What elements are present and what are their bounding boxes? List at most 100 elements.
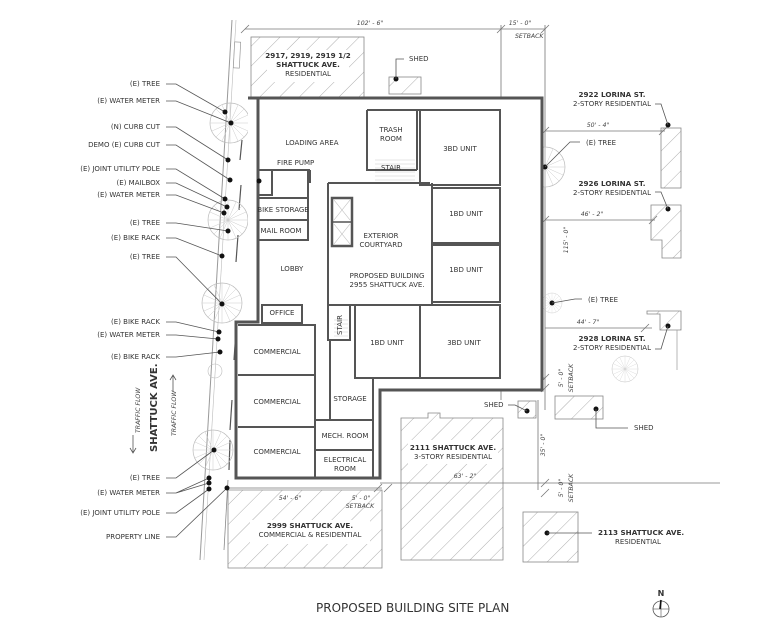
svg-text:(E) TREE: (E) TREE [130,253,160,261]
neighbor-2917-shattuck: 2917, 2919, 2919 1/2 SHATTUCK AVE. RESID… [250,36,365,98]
svg-text:54' - 6": 54' - 6" [279,495,302,502]
svg-text:ROOM: ROOM [334,465,356,473]
svg-text:115' - 0": 115' - 0" [563,227,570,254]
svg-text:(E) JOINT UTILITY POLE: (E) JOINT UTILITY POLE [80,509,160,517]
room-commercial-1: COMMERCIAL [253,348,300,356]
building-name: PROPOSED BUILDING [350,272,425,280]
svg-text:2955 SHATTUCK AVE.: 2955 SHATTUCK AVE. [349,281,424,289]
svg-text:5' - 0": 5' - 0" [558,369,565,388]
north-arrow-icon: N [652,589,670,618]
room-electrical: ELECTRICAL [324,456,367,464]
svg-text:2-STORY RESIDENTIAL: 2-STORY RESIDENTIAL [573,344,651,352]
proposed-building [234,96,544,480]
svg-text:SHED: SHED [484,401,504,409]
svg-text:(E) TREE: (E) TREE [130,80,160,88]
svg-text:2922 LORINA ST.: 2922 LORINA ST. [579,90,646,99]
left-callouts: (E) TREE (E) WATER METER (N) CURB CUT DE… [80,80,234,541]
svg-text:(E) WATER METER: (E) WATER METER [97,97,160,105]
svg-text:2111 SHATTUCK AVE.: 2111 SHATTUCK AVE. [410,443,496,452]
room-loading-area: LOADING AREA [285,139,338,147]
svg-text:(E) BIKE RACK: (E) BIKE RACK [111,234,160,242]
room-mech: MECH. ROOM [322,432,369,440]
room-stair-top: STAIR [381,164,401,172]
svg-text:2928 LORINA ST.: 2928 LORINA ST. [579,334,646,343]
room-office: OFFICE [270,309,295,317]
plan-title: PROPOSED BUILDING SITE PLAN [316,601,509,615]
svg-text:SETBACK: SETBACK [568,473,575,502]
svg-text:5' - 0": 5' - 0" [558,479,565,498]
street-label: SHATTUCK AVE. TRAFFIC FLOW TRAFFIC FLOW [129,363,178,454]
neighbor-2926-lorina: 2926 LORINA ST. 2-STORY RESIDENTIAL [573,179,682,259]
svg-text:SETBACK: SETBACK [568,363,575,392]
room-1bd-unit-c: 1BD UNIT [370,339,404,347]
room-storage: STORAGE [333,395,366,403]
room-1bd-unit-b: 1BD UNIT [449,266,483,274]
svg-text:3-STORY RESIDENTIAL: 3-STORY RESIDENTIAL [414,453,492,461]
svg-text:2999 SHATTUCK AVE.: 2999 SHATTUCK AVE. [267,521,353,530]
svg-text:2-STORY RESIDENTIAL: 2-STORY RESIDENTIAL [573,100,651,108]
svg-text:RESIDENTIAL: RESIDENTIAL [615,538,661,546]
svg-text:(E) TREE: (E) TREE [130,219,160,227]
svg-text:RESIDENTIAL: RESIDENTIAL [285,70,331,78]
svg-text:SHED: SHED [409,55,429,63]
svg-text:SHED: SHED [634,424,654,432]
svg-text:46' - 2": 46' - 2" [581,211,604,218]
svg-text:2113 SHATTUCK AVE.: 2113 SHATTUCK AVE. [598,528,684,537]
svg-text:2926 LORINA ST.: 2926 LORINA ST. [579,179,646,188]
svg-text:PROPERTY LINE: PROPERTY LINE [106,533,160,541]
svg-text:SETBACK: SETBACK [515,33,544,40]
svg-text:SHATTUCK AVE.: SHATTUCK AVE. [276,60,340,69]
room-stair-mid: STAIR [336,315,344,335]
neighbor-2922-lorina: 2922 LORINA ST. 2-STORY RESIDENTIAL [573,90,682,189]
svg-text:DEMO (E) CURB CUT: DEMO (E) CURB CUT [88,141,161,149]
room-3bd-unit-bottom: 3BD UNIT [447,339,481,347]
svg-text:(E) MAILBOX: (E) MAILBOX [117,179,161,187]
svg-text:COURTYARD: COURTYARD [360,241,403,249]
svg-text:TRAFFIC FLOW: TRAFFIC FLOW [171,390,178,436]
svg-text:ROOM: ROOM [380,135,402,143]
neighbor-2999-shattuck: 2999 SHATTUCK AVE. COMMERCIAL & RESIDENT… [227,489,383,569]
dimension-lines: 102' - 6" 15' - 0" SETBACK 50' - 4" 46' … [228,20,720,510]
room-bike-storage: BIKE STORAGE [257,206,308,214]
room-commercial-3: COMMERCIAL [253,448,300,456]
svg-text:(E) WATER METER: (E) WATER METER [97,331,160,339]
shed-right: SHED [554,395,654,432]
svg-text:(E) TREE: (E) TREE [130,474,160,482]
street-trees [192,102,251,471]
neighbor-2928-lorina: 2928 LORINA ST. 2-STORY RESIDENTIAL [573,310,682,383]
svg-text:N: N [658,589,665,598]
neighbor-2111-shattuck: 2111 SHATTUCK AVE. 3-STORY RESIDENTIAL [400,412,504,561]
svg-text:63' - 2": 63' - 2" [454,473,477,480]
svg-text:(E) WATER METER: (E) WATER METER [97,489,160,497]
svg-text:(E) TREE: (E) TREE [588,296,618,304]
svg-text:COMMERCIAL & RESIDENTIAL: COMMERCIAL & RESIDENTIAL [259,531,362,539]
svg-text:102' - 6": 102' - 6" [357,20,384,27]
room-courtyard: EXTERIOR [363,232,398,240]
svg-text:2917, 2919, 2919 1/2: 2917, 2919, 2919 1/2 [265,51,351,60]
svg-text:TRAFFIC FLOW: TRAFFIC FLOW [135,387,142,433]
room-1bd-unit-a: 1BD UNIT [449,210,483,218]
shed-small: SHED [484,400,537,419]
room-labels: LOADING AREA TRASH ROOM STAIR 3BD UNIT F… [253,126,483,473]
room-trash: TRASH [378,126,402,134]
svg-text:SETBACK: SETBACK [346,503,375,510]
svg-text:(E) BIKE RACK: (E) BIKE RACK [111,353,160,361]
svg-text:(E) JOINT UTILITY POLE: (E) JOINT UTILITY POLE [80,165,160,173]
room-fire-pump: FIRE PUMP [277,159,314,167]
svg-text:5' - 0": 5' - 0" [352,495,371,502]
neighbor-2113-shattuck: 2113 SHATTUCK AVE. RESIDENTIAL [522,511,684,563]
room-mail: MAIL ROOM [261,227,302,235]
room-commercial-2: COMMERCIAL [253,398,300,406]
svg-text:(E) WATER METER: (E) WATER METER [97,191,160,199]
svg-text:(N) CURB CUT: (N) CURB CUT [111,123,161,131]
svg-text:(E) BIKE RACK: (E) BIKE RACK [111,318,160,326]
svg-text:15' - 0": 15' - 0" [509,20,532,27]
svg-text:SHATTUCK AVE.: SHATTUCK AVE. [149,363,160,452]
svg-text:50' - 4": 50' - 4" [587,122,610,129]
svg-text:(E) TREE: (E) TREE [586,139,616,147]
room-3bd-unit-top: 3BD UNIT [443,145,477,153]
shed-top: SHED [388,55,429,95]
svg-text:35' - 0": 35' - 0" [540,434,547,457]
svg-text:2-STORY RESIDENTIAL: 2-STORY RESIDENTIAL [573,189,651,197]
